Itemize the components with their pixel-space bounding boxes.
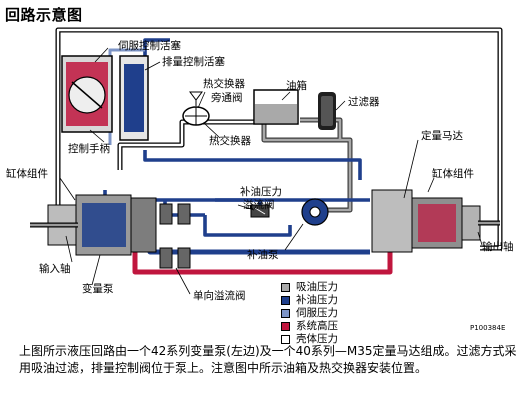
- fixed-motor-assembly: [371, 189, 500, 253]
- heat-exchanger-icon: [182, 91, 210, 126]
- leader-lines: [59, 47, 483, 295]
- label-cylinder-left: 缸体组件: [6, 168, 48, 180]
- label-charge-relief-2: 溢流阀: [243, 199, 275, 211]
- label-charge-pump: 补油泵: [247, 249, 279, 261]
- legend-label: 系统高压: [296, 320, 338, 332]
- label-filter: 过滤器: [348, 96, 380, 108]
- part-code: P100384E: [470, 324, 506, 332]
- legend-item: 壳体压力: [281, 333, 338, 346]
- legend-swatch: [281, 309, 290, 318]
- legend-label: 补油压力: [296, 294, 338, 306]
- legend-swatch: [281, 296, 290, 305]
- label-fixed-motor: 定量马达: [421, 130, 463, 142]
- label-hx-bypass-1: 热交换器: [203, 78, 245, 90]
- legend: 吸油压力 补油压力 伺服压力 系统高压 壳体压力: [281, 281, 338, 346]
- label-cylinder-right: 缸体组件: [432, 168, 474, 180]
- filter-icon: [318, 92, 336, 130]
- charge-pump-icon: [301, 198, 329, 226]
- legend-item: 伺服压力: [281, 307, 338, 320]
- page-title: 回路示意图: [5, 6, 83, 24]
- legend-swatch: [281, 283, 290, 292]
- label-control-handle: 控制手柄: [68, 143, 110, 155]
- label-check-relief: 单向溢流阀: [193, 290, 246, 302]
- label-output-shaft: 输出轴: [482, 241, 514, 253]
- label-tank: 油箱: [286, 80, 307, 92]
- legend-item: 吸油压力: [281, 281, 338, 294]
- label-input-shaft: 输入轴: [39, 263, 71, 275]
- legend-item: 补油压力: [281, 294, 338, 307]
- label-hx-bypass-2: 旁通阀: [211, 92, 243, 104]
- label-charge-relief-1: 补油压力: [240, 186, 282, 198]
- label-servo-piston: 伺服控制活塞: [118, 40, 181, 52]
- legend-label: 伺服压力: [296, 307, 338, 319]
- legend-label: 吸油压力: [296, 281, 338, 293]
- legend-swatch: [281, 322, 290, 331]
- servo-control-assembly: [61, 55, 149, 141]
- tank-icon: [253, 89, 299, 125]
- label-variable-pump: 变量泵: [82, 283, 114, 295]
- charge-pressure-lines: [103, 38, 370, 237]
- caption: 上图所示液压回路由一个42系列变量泵(左边)及一个40系列—M35定量马达组成。…: [19, 344, 517, 375]
- check-relief-valves: [159, 203, 191, 269]
- label-heat-exchanger: 热交换器: [209, 135, 251, 147]
- hydraulic-circuit-diagram: [30, 27, 503, 295]
- legend-swatch: [281, 335, 290, 344]
- legend-label: 壳体压力: [296, 333, 338, 345]
- label-displacement-piston: 排量控制活塞: [162, 56, 225, 68]
- legend-item: 系统高压: [281, 320, 338, 333]
- variable-pump-assembly: [30, 194, 157, 256]
- charge-relief-valve: [250, 204, 270, 218]
